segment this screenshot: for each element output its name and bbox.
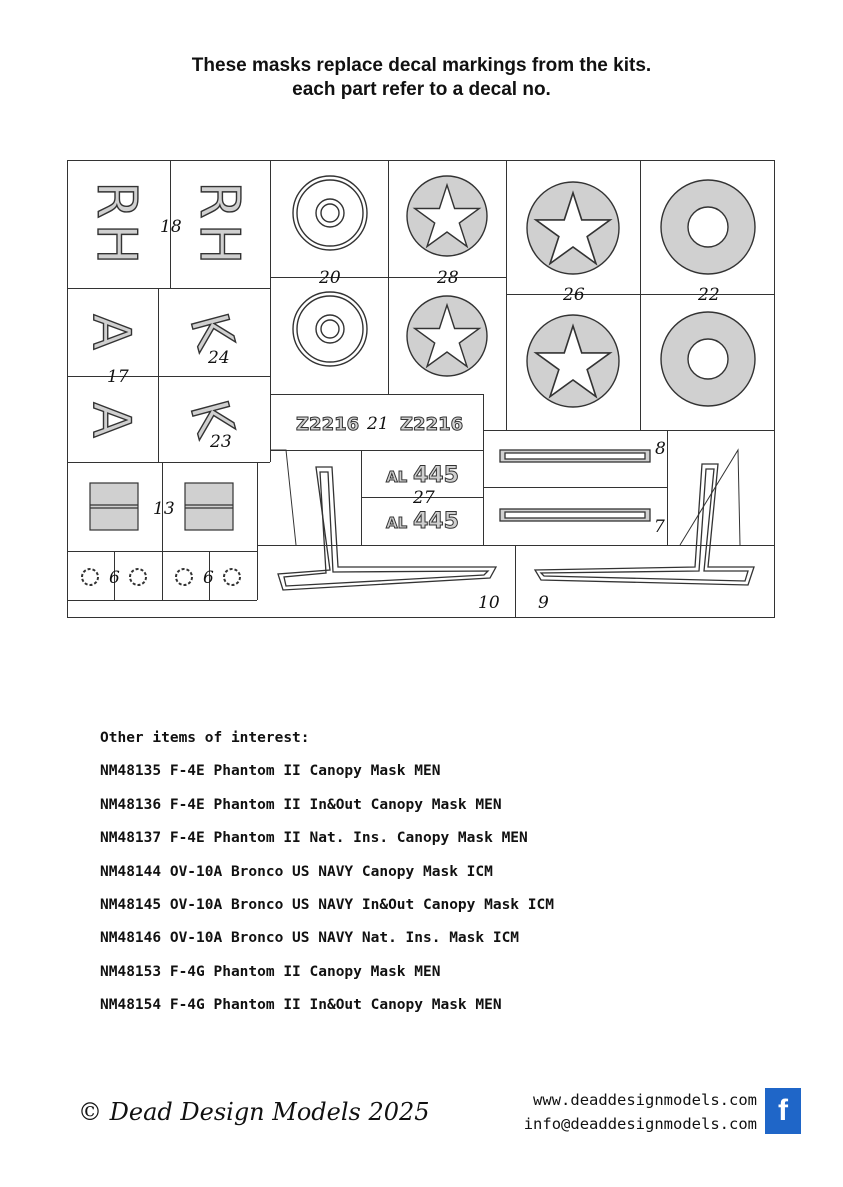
letter-r-mask-1: R	[85, 181, 148, 219]
other-item: NM48136 F-4E Phantom II In&Out Canopy Ma…	[100, 796, 502, 813]
other-item: NM48144 OV-10A Bronco US NAVY Canopy Mas…	[100, 863, 493, 880]
part-number-9: 9	[538, 593, 549, 613]
letter-r-mask-2: R	[188, 181, 251, 219]
part-number-10: 10	[478, 593, 500, 613]
serial-al-number-2: 445	[413, 509, 459, 534]
small-circle-masks	[81, 568, 241, 586]
serial-al-number-1: 445	[413, 463, 459, 488]
part-number-8: 8	[655, 439, 666, 459]
serial-z-mask-1: Z2216	[296, 414, 359, 435]
website-link[interactable]: www.deaddesignmodels.com	[533, 1091, 757, 1109]
header: These masks replace decal markings from …	[0, 54, 843, 102]
donut-masks	[660, 179, 756, 407]
part-number-22: 22	[697, 285, 720, 305]
star-roundel-masks	[406, 175, 620, 408]
ring-masks	[292, 175, 368, 367]
serial-al-prefix-1: AL	[386, 468, 408, 486]
small-circle-1	[81, 568, 99, 586]
part-number-13: 13	[153, 499, 175, 519]
small-circle-3	[175, 568, 193, 586]
square-mask-2	[184, 482, 234, 531]
letter-a-mask-1: A	[81, 314, 141, 350]
letter-h-mask-2: H	[188, 224, 251, 265]
copyright: © Dead Design Models 2025	[78, 1098, 430, 1126]
part-number-26: 26	[562, 285, 585, 305]
part-number-23: 23	[209, 432, 232, 452]
small-circle-2	[129, 568, 147, 586]
contact-info: www.deaddesignmodels.com info@deaddesign…	[524, 1088, 757, 1136]
header-line-1: These masks replace decal markings from …	[191, 55, 652, 76]
part-number-17: 17	[107, 367, 129, 387]
part-number-6b: 6	[203, 568, 214, 588]
facebook-icon[interactable]: f	[765, 1088, 801, 1134]
part-number-6a: 6	[109, 568, 120, 588]
donut-mask-1	[660, 179, 756, 275]
part-number-21: 21	[366, 414, 389, 434]
other-item: NM48135 F-4E Phantom II Canopy Mask MEN	[100, 763, 441, 780]
letter-a-mask-2: A	[81, 402, 141, 438]
part-number-20: 20	[318, 268, 341, 288]
serial-masks: Z2216 Z2216 AL 445 AL 445	[296, 414, 464, 535]
mask-sheet: R H R H A A K K	[67, 160, 775, 618]
part-number-18: 18	[160, 217, 182, 237]
letter-h-mask-1: H	[85, 224, 148, 265]
other-item: NM48153 F-4G Phantom II Canopy Mask MEN	[100, 963, 441, 980]
t-shape-mask-9	[533, 463, 755, 586]
other-item: NM48154 F-4G Phantom II In&Out Canopy Ma…	[100, 997, 502, 1014]
other-item: NM48146 OV-10A Bronco US NAVY Nat. Ins. …	[100, 930, 520, 947]
part-number-27: 27	[412, 488, 435, 508]
small-circle-4	[223, 568, 241, 586]
sheet-grid	[67, 160, 775, 618]
other-items: Other items of interest: NM48135 F-4E Ph…	[100, 728, 554, 1029]
other-item: NM48137 F-4E Phantom II Nat. Ins. Canopy…	[100, 830, 528, 847]
other-item: NM48145 OV-10A Bronco US NAVY In&Out Can…	[100, 896, 554, 913]
serial-z-mask-2: Z2216	[400, 414, 463, 435]
square-masks	[89, 482, 234, 531]
donut-mask-2	[660, 311, 756, 407]
other-items-heading: Other items of interest:	[100, 730, 310, 746]
email-link[interactable]: info@deaddesignmodels.com	[523, 1115, 757, 1133]
t-shape-mask-10	[277, 466, 498, 591]
t-shape-masks	[277, 463, 755, 591]
part-number-24: 24	[207, 348, 230, 368]
part-number-7: 7	[654, 517, 665, 537]
stripe-masks	[499, 449, 651, 522]
header-line-2: each part refer to a decal no.	[292, 79, 551, 100]
part-number-28: 28	[436, 268, 459, 288]
part-numbers: 18 17 24 23 13 6 6 20 28 26 22 21 27 8 7…	[107, 217, 720, 613]
serial-al-prefix-2: AL	[386, 514, 408, 532]
square-mask-1	[89, 482, 139, 531]
